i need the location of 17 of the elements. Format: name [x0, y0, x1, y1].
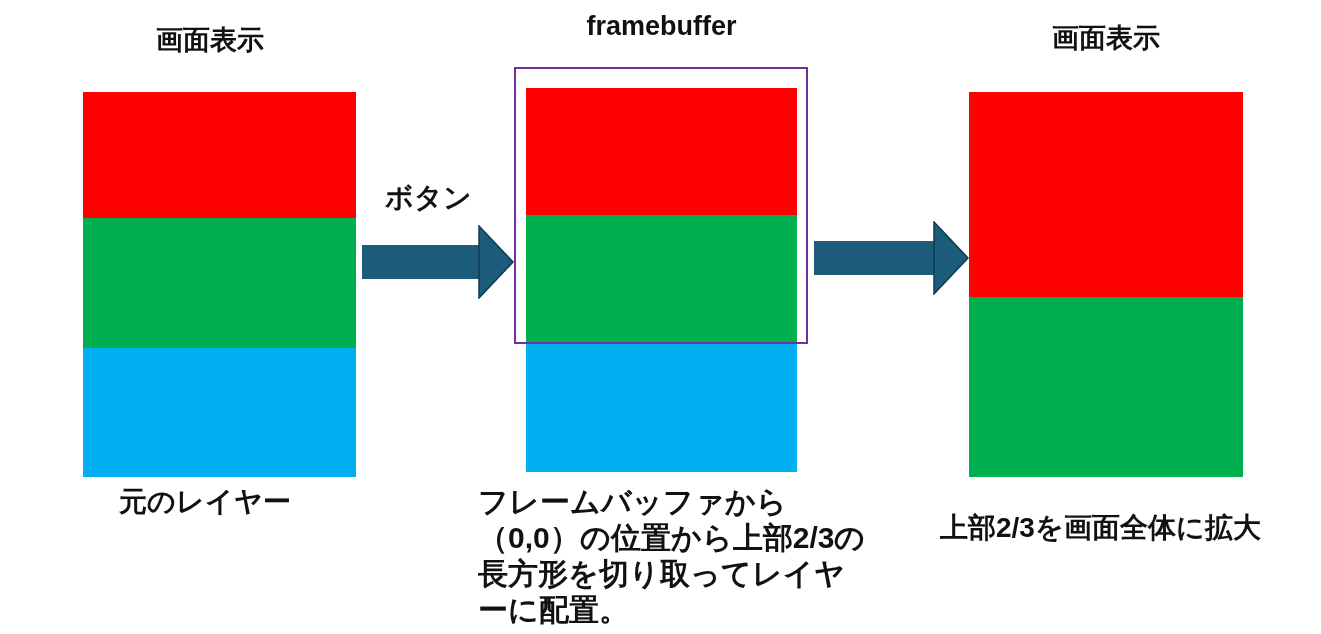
node-label: フレームバッファから（0,0）の位置から上部2/3の長方形を切り取ってレイヤーに配置。: [478, 484, 866, 628]
heading: framebuffer: [585, 10, 738, 43]
heading: 画面表示: [155, 24, 265, 57]
selection-rectangle: [514, 67, 808, 344]
color-band: [83, 92, 356, 218]
node-label: 上部2/3を画面全体に拡大: [940, 511, 1261, 545]
heading: 画面表示: [1051, 22, 1161, 55]
color-band: [83, 218, 356, 348]
color-band: [526, 342, 797, 472]
arrow: [362, 225, 514, 299]
color-band: [969, 297, 1243, 477]
color-band: [969, 92, 1243, 297]
node-label: 元のレイヤー: [119, 485, 291, 519]
color-band: [526, 88, 797, 215]
arrow: [814, 221, 969, 295]
color-band: [83, 348, 356, 477]
color-band: [526, 215, 797, 342]
